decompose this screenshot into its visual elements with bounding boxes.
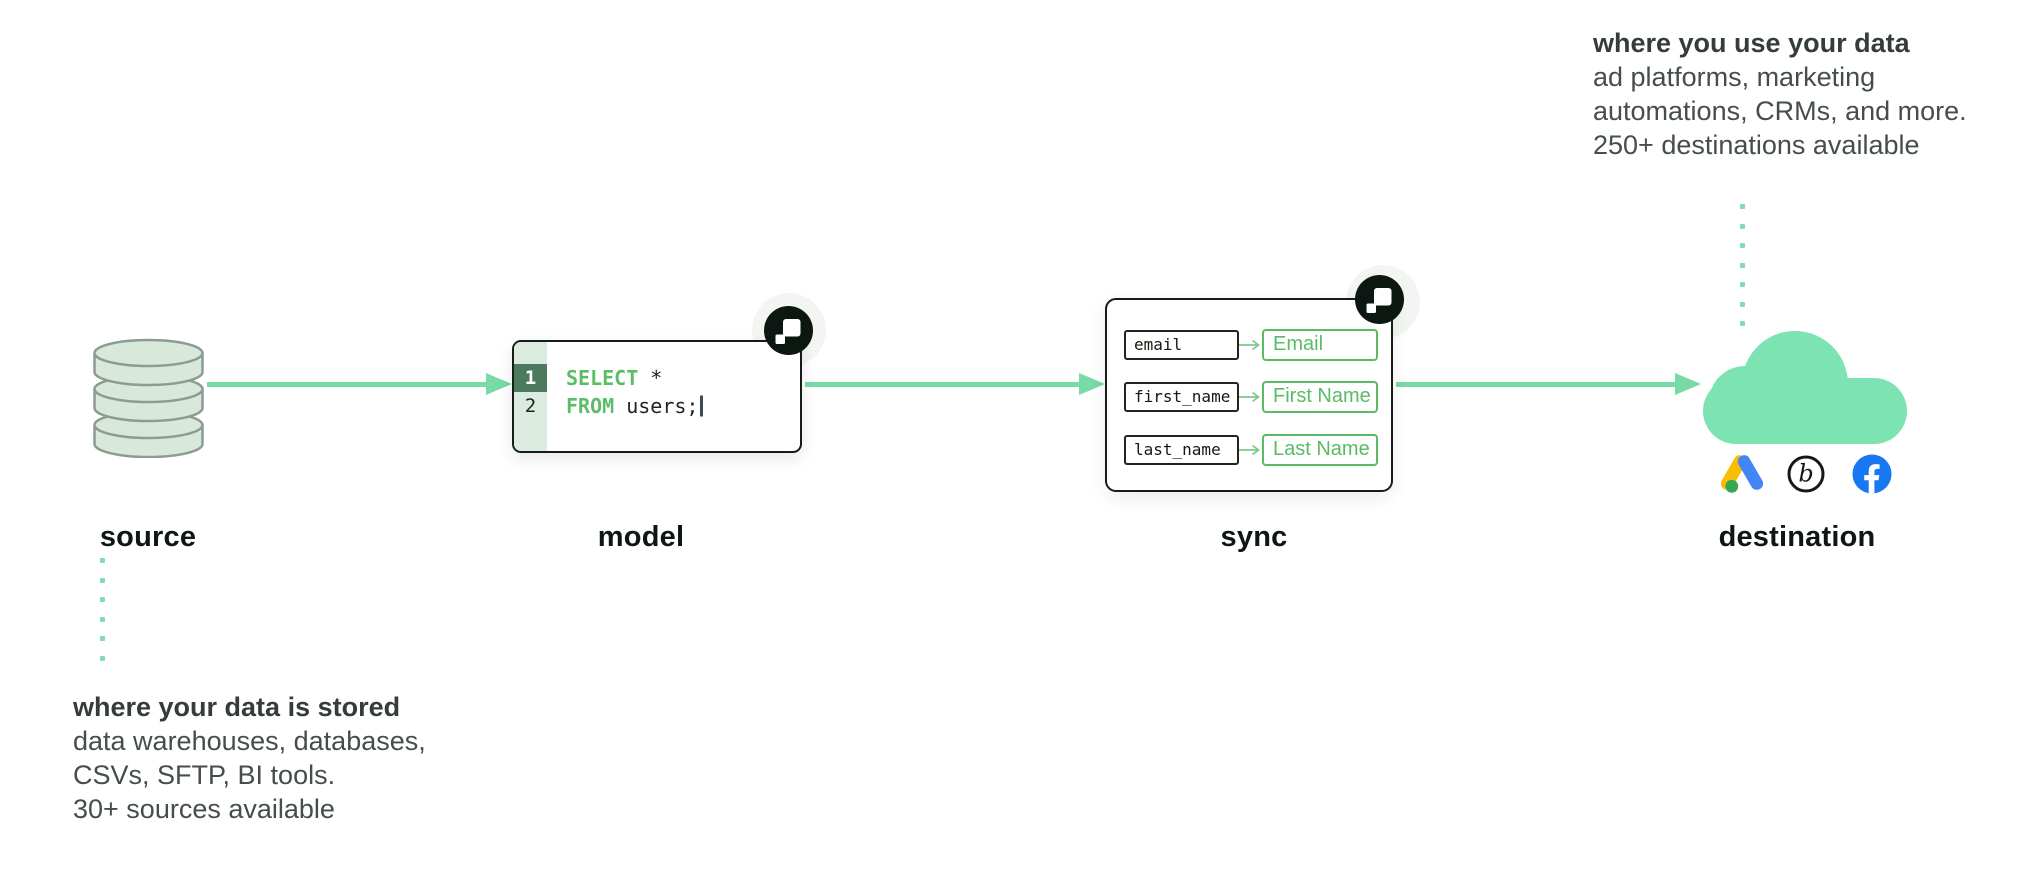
source-dotted-connector (100, 558, 105, 661)
model-label: model (597, 521, 685, 553)
cloud-icon (1703, 331, 1907, 444)
source-field: email (1124, 330, 1239, 360)
arrow-sync-to-destination (1396, 373, 1701, 395)
source-note: where your data is stored data warehouse… (73, 690, 513, 826)
destination-field: Email (1262, 329, 1378, 361)
field-mapping-panel: email Email first_name First Name last_n… (1105, 298, 1393, 492)
arrow-source-to-model (207, 373, 512, 395)
braze-icon: b (1787, 455, 1825, 493)
line-number: 1 (524, 367, 537, 389)
google-ads-icon (1721, 455, 1763, 493)
source-note-line: data warehouses, databases, (73, 726, 426, 756)
destination-note-line: ad platforms, marketing (1593, 62, 1876, 92)
svg-text:b: b (1798, 460, 1813, 488)
destination-note-line: 250+ destinations available (1593, 130, 1920, 160)
destination-note: where you use your data ad platforms, ma… (1593, 26, 2024, 162)
mapping-arrow-icon (1239, 339, 1260, 351)
text-caret (700, 395, 703, 417)
mapping-arrow-icon (1239, 444, 1260, 456)
destination-label: destination (1718, 521, 1876, 553)
arrow-model-to-sync (805, 373, 1105, 395)
sql-editor: 1 2 SELECT * FROM users; (512, 340, 802, 453)
source-note-line: 30+ sources available (73, 794, 335, 824)
database-icon (93, 338, 204, 458)
source-field: first_name (1124, 382, 1239, 412)
destination-note-line: automations, CRMs, and more. (1593, 96, 1967, 126)
destination-note-heading: where you use your data (1593, 28, 1910, 58)
code-line: SELECT * (566, 366, 663, 390)
sync-label: sync (1220, 521, 1288, 553)
mapping-arrow-icon (1239, 391, 1260, 403)
destination-dotted-connector (1740, 204, 1745, 326)
hightouch-logo-icon (1355, 275, 1404, 324)
source-note-line: CSVs, SFTP, BI tools. (73, 760, 336, 790)
active-line-highlight (514, 364, 547, 392)
source-label: source (99, 521, 197, 553)
facebook-icon (1852, 454, 1892, 494)
code-line: FROM users; (566, 392, 703, 420)
source-note-heading: where your data is stored (73, 692, 401, 722)
source-field: last_name (1124, 435, 1239, 465)
hightouch-logo-icon (764, 306, 813, 355)
destination-field: First Name (1262, 381, 1378, 413)
line-number: 2 (524, 395, 537, 417)
destination-field: Last Name (1262, 434, 1378, 466)
line-number-gutter (514, 342, 547, 451)
